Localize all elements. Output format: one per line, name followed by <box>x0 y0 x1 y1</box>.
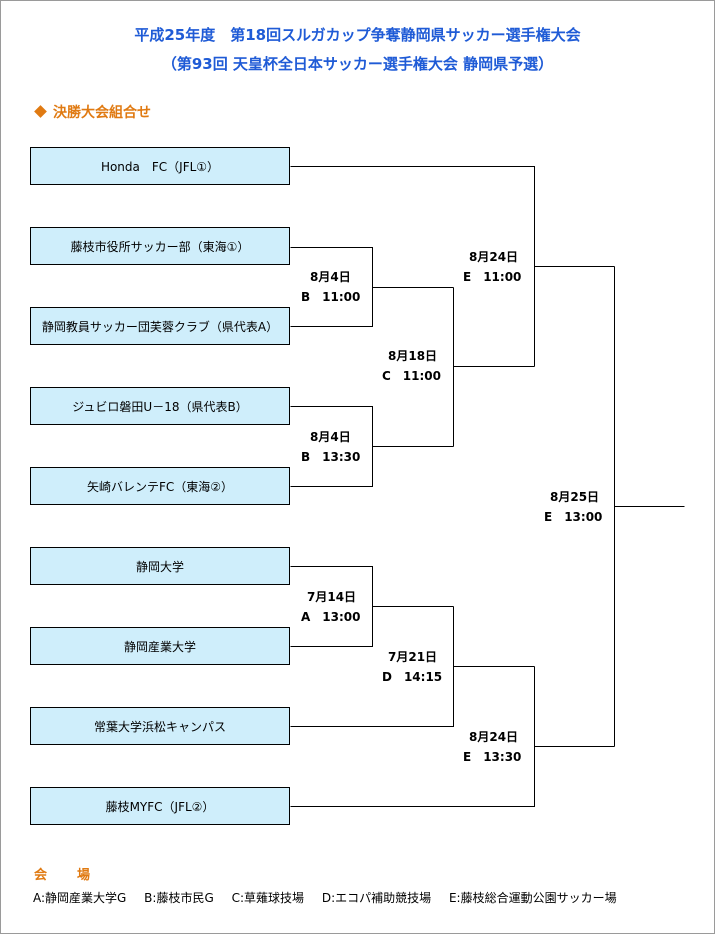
team-box: 矢崎バレンテFC（東海②） <box>30 467 290 505</box>
team-box: ジュビロ磐田U－18（県代表B） <box>30 387 290 425</box>
match-date: 8月18日 <box>388 349 438 363</box>
match-date: 8月4日 <box>310 270 351 284</box>
match-label: 8月24日 E 11:00 <box>463 247 521 287</box>
match-date: 8月24日 <box>469 730 519 744</box>
venue-heading-b: 場 <box>77 868 91 883</box>
venue-item: E:藤枝総合運動公園サッカー場 <box>448 891 617 905</box>
match-time: E 13:00 <box>544 510 603 524</box>
match-date: 8月24日 <box>469 250 519 264</box>
bracket-line <box>290 606 454 727</box>
match-time: C 11:00 <box>382 369 442 383</box>
team-box: Honda FC（JFL①） <box>30 147 290 185</box>
venue-item: B:藤枝市民G <box>144 891 214 905</box>
match-time: E 13:30 <box>463 750 522 764</box>
match-date: 7月14日 <box>307 590 357 604</box>
match-date: 8月4日 <box>310 430 351 444</box>
match-label: 8月25日 E 13:00 <box>544 487 602 527</box>
team-box: 静岡大学 <box>30 547 290 585</box>
match-label: 8月18日 C 11:00 <box>382 346 441 386</box>
venue-item: C:草薙球技場 <box>231 891 305 905</box>
match-date: 7月21日 <box>388 650 438 664</box>
match-time: B 13:30 <box>301 450 361 464</box>
match-time: A 13:00 <box>301 610 361 624</box>
match-time: B 11:00 <box>301 290 361 304</box>
venue-heading-a: 会 <box>34 868 48 883</box>
match-label: 8月4日 B 13:30 <box>301 427 360 467</box>
venue-item: D:エコパ補助競技場 <box>321 891 432 905</box>
team-box: 静岡教員サッカー団芙蓉クラブ（県代表A） <box>30 307 290 345</box>
match-time: E 11:00 <box>463 270 522 284</box>
section-heading: 決勝大会組合せ <box>34 102 151 122</box>
match-label: 8月24日 E 13:30 <box>463 727 521 767</box>
bracket-line <box>290 666 535 807</box>
page-subtitle: （第93回 天皇杯全日本サッカー選手権大会 静岡県予選） <box>161 55 554 73</box>
match-label: 7月21日 D 14:15 <box>382 647 442 687</box>
page-title: 平成25年度 第18回スルガカップ争奪静岡県サッカー選手権大会 <box>134 26 581 44</box>
team-box: 常葉大学浜松キャンパス <box>30 707 290 745</box>
section-heading-label: 決勝大会組合せ <box>53 105 151 121</box>
venue-heading: 会場 <box>34 864 90 883</box>
match-date: 8月25日 <box>550 490 600 504</box>
match-label: 7月14日 A 13:00 <box>301 587 361 627</box>
bracket-line <box>290 166 535 367</box>
venue-list: A:静岡産業大学G B:藤枝市民G C:草薙球技場 D:エコパ補助競技場 E:藤… <box>33 889 631 906</box>
team-box: 藤枝MYFC（JFL②） <box>30 787 290 825</box>
match-label: 8月4日 B 11:00 <box>301 267 360 307</box>
team-box: 静岡産業大学 <box>30 627 290 665</box>
venue-item: A:静岡産業大学G <box>33 891 127 905</box>
match-time: D 14:15 <box>382 670 443 684</box>
team-box: 藤枝市役所サッカー部（東海①） <box>30 227 290 265</box>
